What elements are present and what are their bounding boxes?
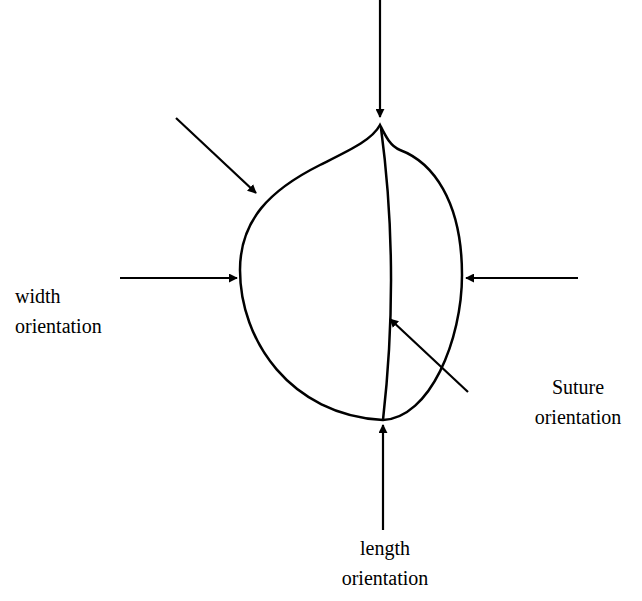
load-arrow: [390, 319, 468, 392]
suture-line: [381, 128, 391, 420]
load-arrow: [379, 0, 381, 117]
orientation-label: width orientation: [15, 281, 137, 341]
load-arrow: [120, 277, 237, 279]
orientation-label: Suture orientation: [518, 372, 638, 432]
load-arrow: [382, 425, 384, 530]
seed-outline: [240, 125, 462, 420]
load-arrow: [466, 277, 578, 279]
orientation-label: length orientation: [322, 533, 448, 593]
load-arrow: [176, 118, 256, 193]
